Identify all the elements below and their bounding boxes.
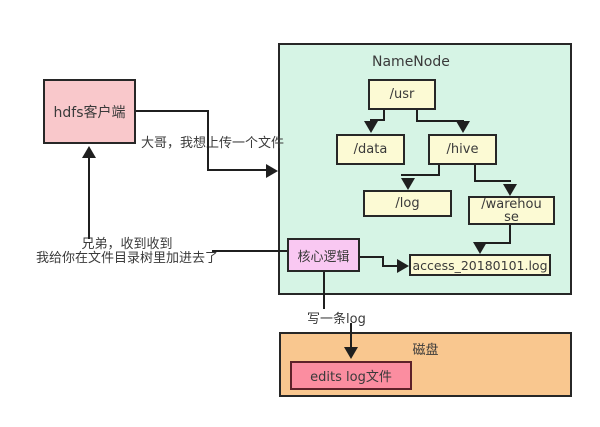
connector-client-to-namenode <box>207 169 269 171</box>
connector-hive-to-warehouse <box>474 180 511 182</box>
annotation-upload-request: 大哥，我想上传一个文件 <box>141 136 285 151</box>
connector-warehouse-to-file <box>479 242 511 244</box>
connector-usr-to-data <box>370 119 385 121</box>
arrowhead-writelog-to-disk-icon <box>344 347 358 359</box>
connector-corelogic-to-reply <box>212 250 287 252</box>
connector-reply-to-client <box>88 156 90 239</box>
namenode-title: NameNode <box>372 54 450 70</box>
connector-usr-to-data <box>383 110 385 121</box>
arrowhead-into-client-icon <box>82 146 96 158</box>
edits-log-file-box: edits log文件 <box>290 361 412 390</box>
connector-hive-to-warehouse <box>474 165 476 182</box>
tree-node-access-file: access_20180101.log <box>409 254 551 276</box>
connector-client-to-namenode <box>207 110 209 171</box>
tree-node-log: /log <box>363 190 452 217</box>
tree-node-usr: /usr <box>368 79 436 110</box>
connector-client-to-namenode <box>136 110 209 112</box>
annotation-reply: 兄弟，收到收到 我给你在文件目录树里加进去了 <box>36 238 218 266</box>
arrowhead-into-namenode-icon <box>266 164 278 178</box>
hdfs-client-box: hdfs客户端 <box>43 79 136 144</box>
connector-corelogic-to-file <box>360 256 384 258</box>
connector-usr-to-hive <box>416 110 418 122</box>
arrowhead-usr-to-hive-icon <box>456 121 470 133</box>
connector-hive-to-log <box>401 174 440 176</box>
tree-node-hive: /hive <box>428 134 497 165</box>
connector-usr-to-hive <box>416 120 464 122</box>
arrowhead-hive-to-warehouse-icon <box>503 184 517 196</box>
connector-writelog-to-disk <box>350 323 352 349</box>
core-logic-box: 核心逻辑 <box>287 238 360 272</box>
annotation-write-log: 写一条log <box>307 312 366 327</box>
arrowhead-corelogic-to-file-icon <box>397 259 409 273</box>
connector-hive-to-log <box>438 165 440 176</box>
tree-node-hive-label: /hive <box>446 142 479 157</box>
edits-log-file-label: edits log文件 <box>310 370 392 385</box>
tree-node-warehouse: /warehouse <box>468 196 555 225</box>
tree-node-access-file-label: access_20180101.log <box>412 257 548 273</box>
arrowhead-warehouse-to-file-icon <box>473 242 487 254</box>
connector-warehouse-to-file <box>509 225 511 244</box>
annotation-reply-line1: 兄弟，收到收到 <box>81 237 173 252</box>
tree-node-warehouse-label: /warehouse <box>481 196 542 225</box>
disk-title: 磁盘 <box>412 343 439 358</box>
tree-node-usr-label: /usr <box>389 87 415 102</box>
arrowhead-usr-to-data-icon <box>364 121 378 133</box>
tree-node-log-label: /log <box>395 196 420 211</box>
arrowhead-hive-to-log-icon <box>401 178 415 190</box>
tree-node-data-label: /data <box>353 142 388 157</box>
core-logic-label: 核心逻辑 <box>297 249 350 265</box>
connector-corelogic-to-disk <box>323 272 325 309</box>
connector-corelogic-to-file <box>382 265 399 267</box>
tree-node-data: /data <box>336 134 405 165</box>
annotation-reply-line2: 我给你在文件目录树里加进去了 <box>36 251 219 266</box>
connector-corelogic-to-file <box>382 256 384 267</box>
hdfs-client-label: hdfs客户端 <box>53 104 126 121</box>
